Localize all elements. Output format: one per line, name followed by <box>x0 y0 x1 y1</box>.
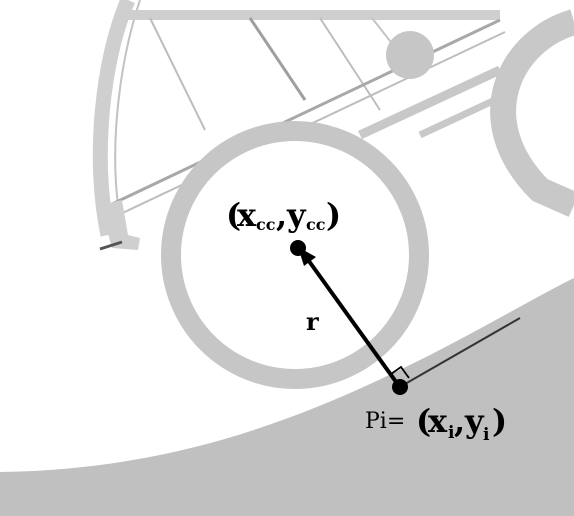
point-x: x <box>428 402 448 440</box>
upper-hub <box>386 31 434 79</box>
contact-label: Pi= ( x i , y i ) <box>365 402 507 445</box>
point-y-subscript: i <box>483 425 490 445</box>
point-name: Pi= <box>365 409 405 434</box>
center-comma: , <box>276 196 287 234</box>
right-wheel-arc <box>490 9 574 217</box>
center-close-paren: ) <box>326 196 341 234</box>
right-angle-marker <box>390 365 410 379</box>
point-x-subscript: i <box>448 423 455 443</box>
rail-1 <box>109 18 501 207</box>
center-point <box>290 240 306 256</box>
contact-point <box>392 379 408 395</box>
center-label: ( x cc , y cc ) <box>226 196 341 234</box>
center-y: y <box>286 196 307 234</box>
radius-label: r <box>306 307 319 336</box>
left-bracket <box>100 200 140 250</box>
strut-1 <box>149 17 206 131</box>
point-comma: , <box>454 402 465 440</box>
strut-3 <box>319 17 381 111</box>
rail-4 <box>418 96 497 139</box>
vehicle-frame <box>92 0 574 251</box>
tangent-line <box>397 317 521 389</box>
rail-3 <box>358 65 502 140</box>
strut-2 <box>248 17 307 101</box>
center-y-subscript: cc <box>306 215 326 234</box>
point-y: y <box>464 402 485 440</box>
fender-inner-line <box>114 0 141 206</box>
center-x-subscript: cc <box>256 215 276 234</box>
bracket-pin <box>99 240 123 251</box>
terrain-slope <box>0 278 574 516</box>
point-close-paren: ) <box>492 402 507 440</box>
center-x: x <box>237 196 257 234</box>
point-open-paren: ( <box>416 402 431 440</box>
center-open-paren: ( <box>226 196 241 234</box>
top-frame-bar <box>118 10 500 20</box>
